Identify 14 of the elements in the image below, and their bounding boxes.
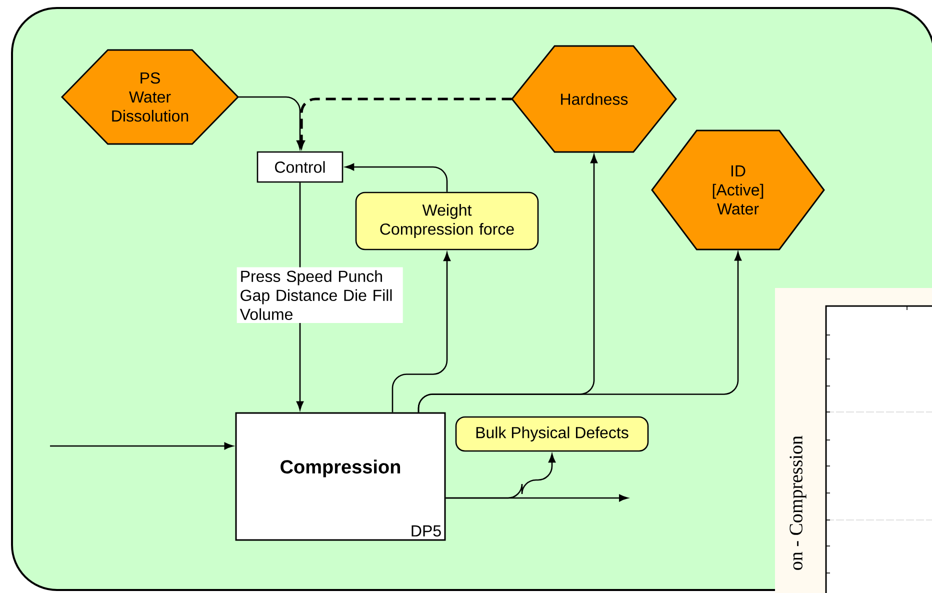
- arrow: [50, 442, 234, 450]
- box-code: DP5: [412, 525, 441, 537]
- rounded-box: Weight Compression force: [355, 192, 539, 250]
- axis-title: on - Compression: [790, 436, 806, 570]
- arrow: [298, 98, 512, 148]
- arrow: [446, 454, 556, 499]
- arrow: [392, 252, 451, 412]
- edge-label: Press Speed Punch Gap Distance Die Fill Volume: [236, 267, 403, 324]
- arrow: [345, 163, 448, 192]
- control-box: Control: [256, 151, 344, 183]
- hexagon: ID [Active] Water: [651, 130, 825, 250]
- rounded-box: Bulk Physical Defects: [455, 416, 649, 452]
- hexagon: Hardness: [511, 45, 677, 153]
- arrow: [418, 252, 742, 412]
